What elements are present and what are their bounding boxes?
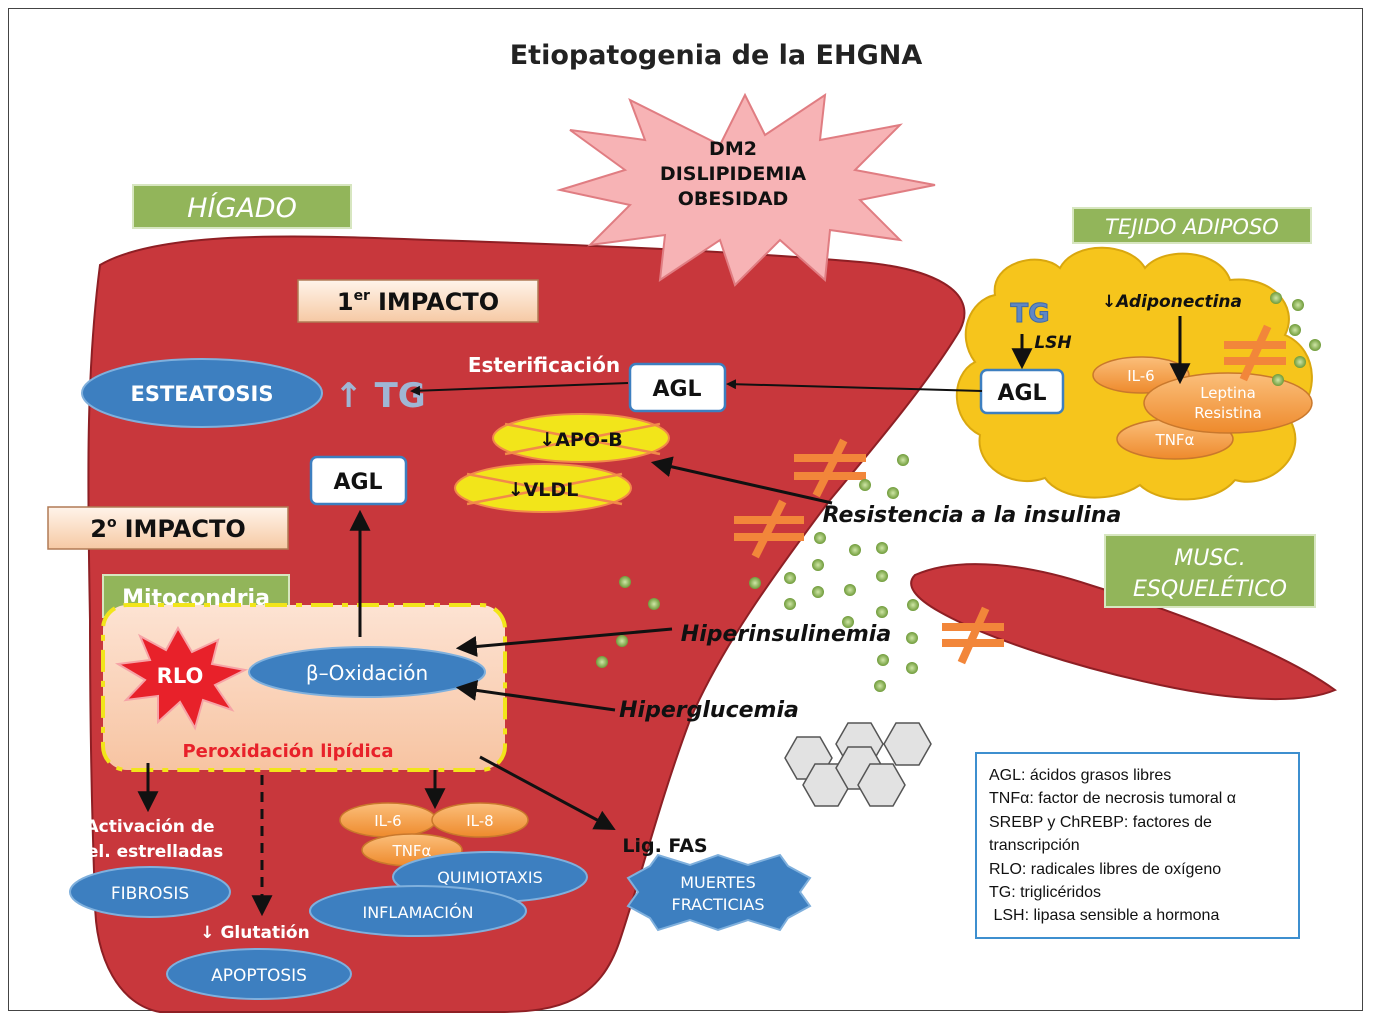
il8-ellipse — [431, 802, 529, 838]
apoptosis-ellipse — [166, 948, 352, 1000]
insulin-dots — [596, 292, 1321, 692]
vldl-cross-2 — [466, 472, 623, 506]
glucose-hexagon-cluster — [784, 722, 932, 807]
chemotaxis-label: QUIMIOTAXIS — [437, 868, 542, 887]
liver-label: HÍGADO — [187, 192, 297, 224]
adiponectin-label: ↓Adiponectina — [1102, 292, 1242, 312]
fas-ligand-label: Lig. FAS — [622, 835, 707, 857]
esterification-label: Esterificación — [468, 353, 620, 377]
leptin-label-line1: Leptina — [1200, 384, 1256, 402]
agl-liver-label: AGL — [652, 377, 701, 402]
adipose-tg-label: TG — [1010, 299, 1049, 329]
blocked-insulin-marker-adipose — [1224, 324, 1286, 382]
tg-increase-label: ↑ TG — [334, 376, 425, 416]
legend-item-srebp: SREBP y ChREBP: factores de — [989, 813, 1212, 831]
diagram-title: Etiopatogenia de la EHGNA — [510, 40, 923, 71]
glutathione-label: ↓ Glutatión — [200, 923, 309, 943]
risk-factors-star — [556, 92, 936, 287]
arrow-insulin-resistance-to-apob — [650, 456, 833, 505]
il8-label: IL-8 — [466, 812, 493, 830]
risk-factor-obesity: OBESIDAD — [678, 188, 789, 210]
muscle-label-box — [1104, 534, 1316, 608]
agl-liver-box — [628, 362, 727, 413]
hyperglycemia-label: Hiperglucemia — [619, 698, 799, 723]
leptin-label-line2: Resistina — [1194, 404, 1262, 422]
steatosis-ellipse — [81, 358, 323, 428]
liver-label-box — [132, 184, 352, 229]
second-impact-box — [47, 506, 289, 550]
legend-item-rlo: RLO: radicales libres de oxígeno — [989, 860, 1222, 878]
muscle-label-line2: ESQUELÉTICO — [1133, 576, 1287, 602]
lsh-label: LSH — [1034, 333, 1071, 353]
adipose-tnf-label: TNFα — [1155, 431, 1195, 449]
fibrosis-ellipse — [69, 866, 231, 918]
arrow-to-fas-ligand — [479, 755, 616, 830]
legend-box: AGL: ácidos grasos libres TNFα: factor d… — [975, 752, 1300, 939]
stellate-activation-line2: cel. estrelladas — [77, 842, 223, 862]
adipose-label-box — [1072, 207, 1312, 244]
arrow-hyperinsulinemia-to-beta-oxidation — [455, 627, 673, 657]
legend-item-agl: AGL: ácidos grasos libres — [989, 767, 1172, 784]
agl-beta-label: AGL — [333, 470, 382, 495]
il6-label: IL-6 — [374, 812, 401, 830]
beta-oxidation-ellipse — [248, 646, 486, 698]
legend-item-lsh: LSH: lipasa sensible a hormona — [989, 907, 1220, 925]
blocked-insulin-marker-muscle — [942, 606, 1004, 665]
rlo-star — [114, 625, 249, 731]
stellate-activation-line1: Activación de — [85, 817, 214, 837]
arrow-adipose-agl-to-liver-agl — [726, 379, 983, 392]
risk-factor-dm2: DM2 — [709, 138, 757, 160]
deaths-label-line2: FRACTICIAS — [672, 895, 765, 914]
legend-item-srebp-cont: transcripción — [989, 837, 1080, 855]
beta-oxidation-label: β–Oxidación — [306, 661, 428, 685]
apo-b-label: ↓APO-B — [539, 429, 622, 451]
adipose-label: TEJIDO ADIPOSO — [1105, 215, 1279, 239]
arrow-agl-to-tg — [410, 382, 629, 396]
liver-shape — [87, 235, 966, 1013]
first-impact-box — [297, 279, 539, 323]
blocked-insulin-marker-1 — [794, 438, 866, 498]
steatosis-label: ESTEATOSIS — [130, 382, 273, 406]
apoptosis-label: APOPTOSIS — [211, 966, 307, 986]
apo-b-cross-2 — [504, 422, 661, 456]
arrow-hyperglycemia-to-beta-oxidation — [455, 679, 616, 712]
agl-beta-box — [309, 455, 408, 506]
hyperinsulinemia-label: Hiperinsulinemia — [681, 622, 891, 647]
insulin-resistance-label: Resistencia a la insulina — [823, 503, 1122, 528]
inflammation-label: INFLAMACIÓN — [362, 903, 473, 922]
leptin-ellipse — [1143, 372, 1313, 434]
tnf-label: TNFα — [392, 842, 432, 860]
muscle-label-line1: MUSC. — [1174, 546, 1245, 571]
legend-item-tnf: TNFα: factor de necrosis tumoral α — [989, 790, 1237, 808]
legend-item-tg: TG: triglicéridos — [989, 884, 1102, 902]
rlo-label: RLO — [157, 664, 204, 688]
agl-adipose-label: AGL — [997, 381, 1046, 406]
risk-factor-dyslipidemia: DISLIPIDEMIA — [660, 163, 806, 185]
vldl-label: ↓VLDL — [508, 479, 579, 501]
fibrosis-label: FIBROSIS — [111, 884, 189, 904]
deaths-label-line1: MUERTES — [680, 873, 756, 892]
blocked-insulin-marker-2 — [734, 499, 804, 559]
figure-frame — [8, 8, 1363, 1011]
adipose-il6-label: IL-6 — [1127, 367, 1154, 385]
inflammation-ellipse — [309, 885, 527, 937]
lipid-peroxidation-label: Peroxidación lipídica — [182, 741, 393, 762]
deaths-badge — [626, 853, 812, 932]
